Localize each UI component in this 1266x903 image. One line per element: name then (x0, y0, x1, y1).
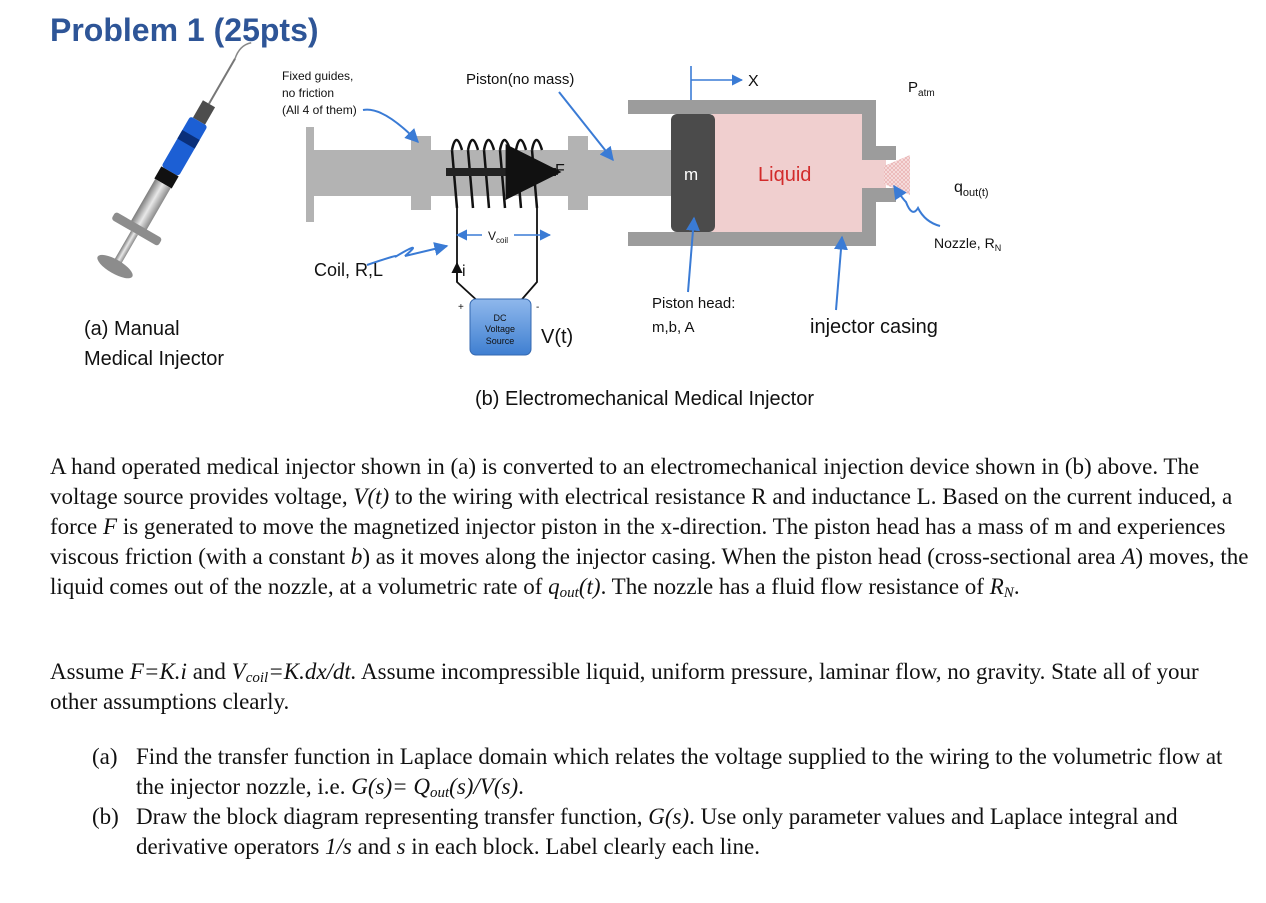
assumptions: Assume F=K.i and Vcoil=K.dx/dt. Assume i… (50, 659, 1199, 714)
mass-label: m (684, 165, 698, 184)
vcoil-label: Vcoil (488, 229, 508, 245)
question-a: (a) Find the transfer function in Laplac… (92, 744, 1223, 801)
guides-label-line2: no friction (282, 86, 334, 100)
guide-4 (568, 196, 588, 210)
piston-head-label-line2: m,b, A (652, 319, 695, 336)
vt-label: V(t) (541, 326, 573, 348)
liquid-label: Liquid (758, 164, 811, 186)
patm-label: Patm (908, 79, 935, 99)
nozzle-label: Nozzle, RN (934, 235, 1001, 253)
question-b: (b) Draw the block diagram representing … (92, 804, 1178, 859)
liquid-chamber (712, 114, 862, 232)
problem-title: Problem 1 (25pts) (50, 12, 319, 48)
x-axis-label: X (748, 73, 759, 90)
force-label: F (555, 162, 565, 179)
injector-figure: Fixed guides, no friction (All 4 of them… (84, 41, 1001, 410)
dc-label-line2: Voltage (485, 324, 515, 334)
coil-label: Coil, R,L (314, 260, 383, 280)
dc-label-line1: DC (494, 313, 507, 323)
piston-head (671, 114, 715, 232)
piston-head-label-line1: Piston head: (652, 295, 735, 312)
manual-syringe-image (97, 41, 252, 279)
guide-2 (411, 196, 431, 210)
plus-sign: + (458, 302, 464, 313)
minus-sign: - (536, 302, 539, 313)
injector-casing (628, 100, 896, 246)
guides-label-line1: Fixed guides, (282, 69, 353, 83)
problem-description: A hand operated medical injector shown i… (50, 454, 1249, 601)
qout-label: qout(t) (954, 179, 989, 199)
fig-b-caption: (b) Electromechanical Medical Injector (475, 388, 814, 410)
fig-a-caption-line1: (a) Manual (84, 318, 180, 340)
question-list: (a) Find the transfer function in Laplac… (92, 742, 1252, 862)
dc-label-line3: Source (486, 336, 515, 346)
piston-label: Piston(no mass) (466, 71, 574, 88)
fig-a-caption-line2: Medical Injector (84, 348, 224, 370)
guide-3 (568, 136, 588, 150)
current-label: i (462, 263, 466, 280)
guides-label-line3: (All 4 of them) (282, 103, 357, 117)
dc-voltage-source (469, 298, 532, 356)
casing-label: injector casing (810, 316, 938, 338)
